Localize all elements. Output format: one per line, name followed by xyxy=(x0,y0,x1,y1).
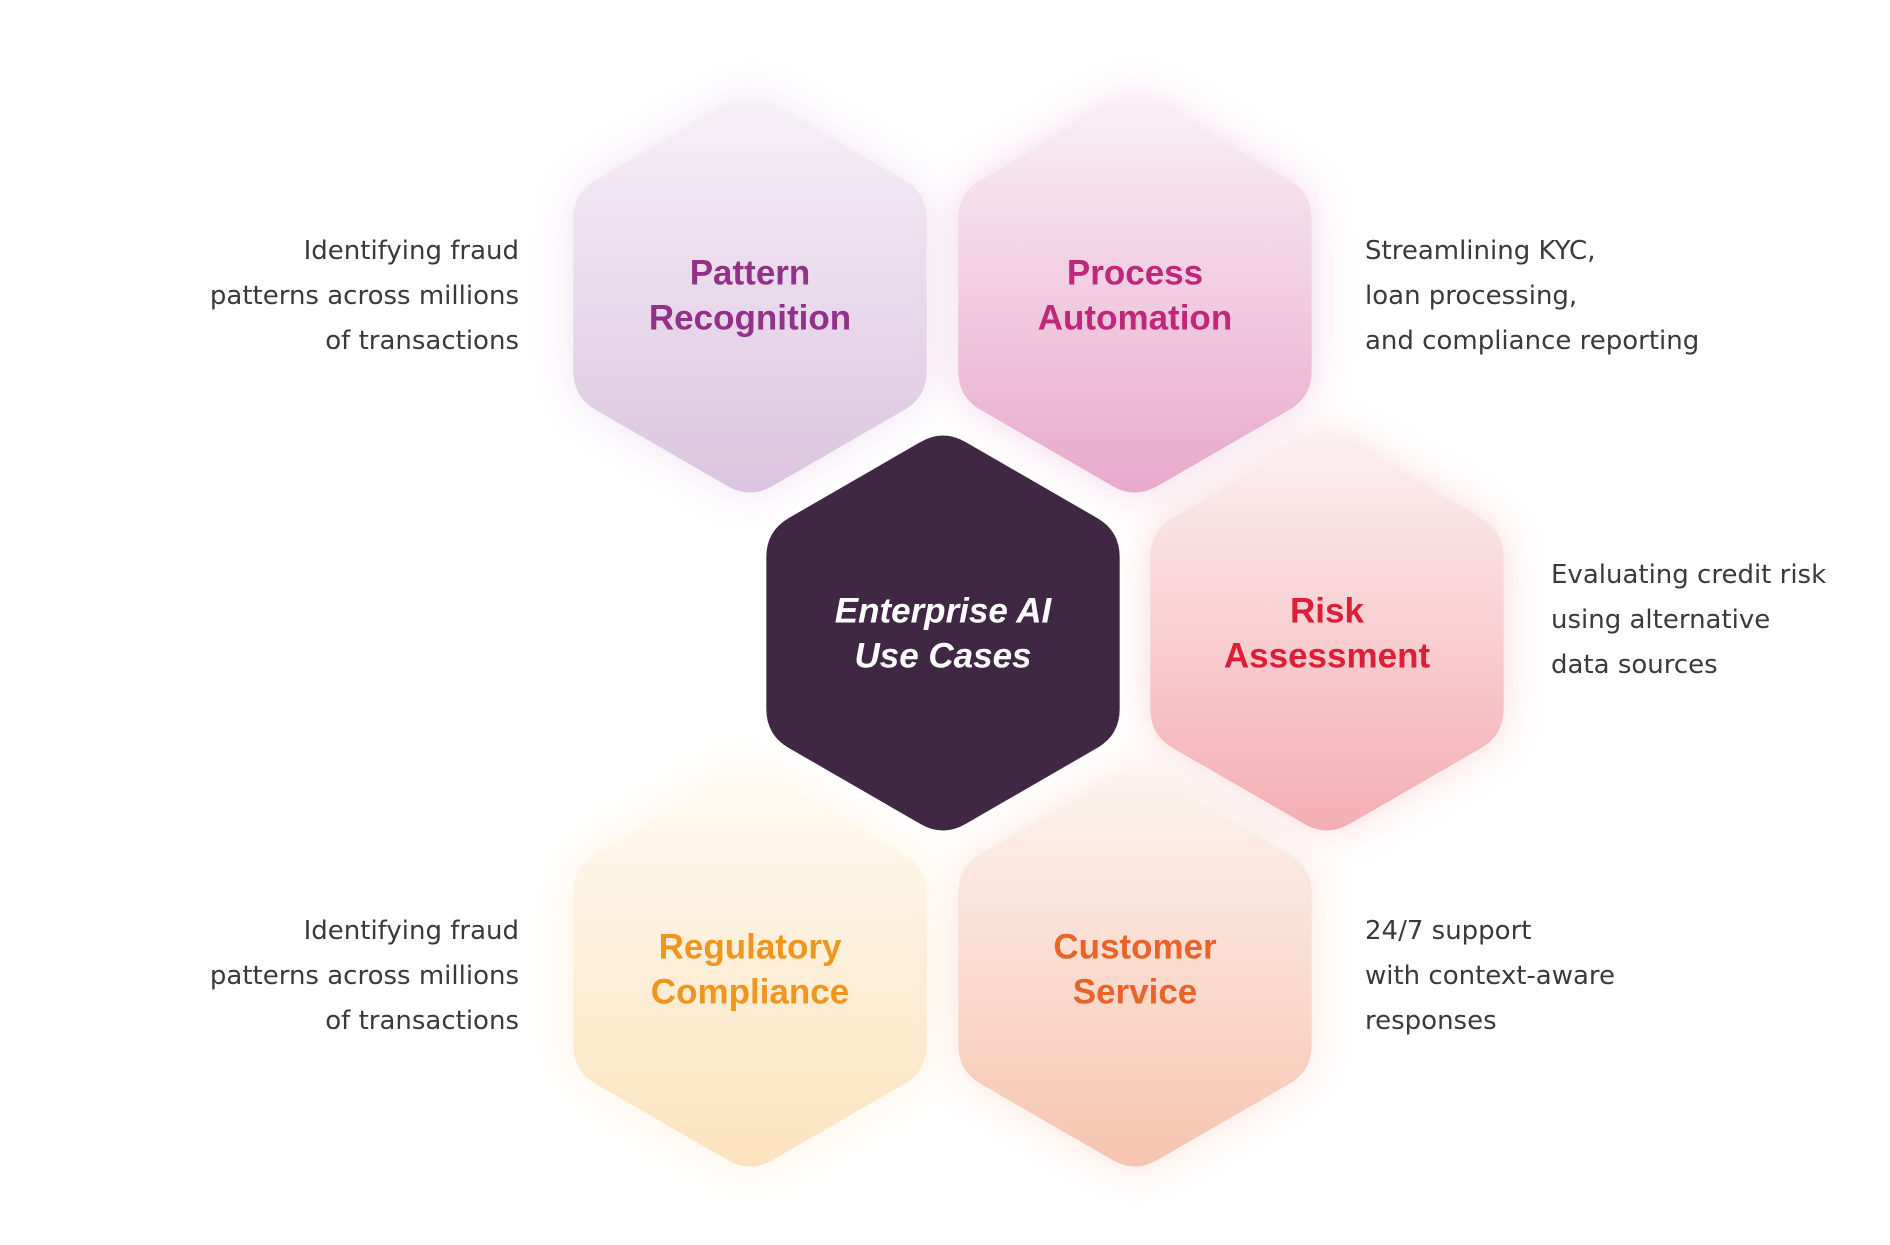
risk-assessment-description: Evaluating credit risk using alternative… xyxy=(1551,553,1826,688)
hex-label-line: Pattern xyxy=(690,254,811,293)
description-line: and compliance reporting xyxy=(1365,326,1700,356)
description-line: 24/7 support xyxy=(1365,916,1532,946)
pattern-recognition-hex-shape xyxy=(573,97,927,493)
hex-label-line: Enterprise AI xyxy=(835,592,1053,631)
center-hex-shape xyxy=(766,435,1120,831)
hex-label-line: Use Cases xyxy=(854,637,1031,676)
hex-label-line: Automation xyxy=(1038,299,1232,338)
description-line: Evaluating credit risk xyxy=(1551,560,1827,590)
process-automation-description: Streamlining KYC, loan processing, and c… xyxy=(1365,229,1699,364)
hex-label-line: Customer xyxy=(1053,928,1217,967)
description-line: responses xyxy=(1365,1006,1497,1036)
pattern-recognition-description: Identifying fraud patterns across millio… xyxy=(210,229,519,364)
customer-service-description: 24/7 support with context-aware response… xyxy=(1365,909,1615,1044)
hex-label-line: Process xyxy=(1067,254,1203,293)
hex-label-line: Compliance xyxy=(651,973,849,1012)
description-line: using alternative xyxy=(1551,605,1771,635)
hex-label-line: Regulatory xyxy=(659,928,842,967)
description-line: data sources xyxy=(1551,650,1718,680)
hex-label-line: Recognition xyxy=(649,299,851,338)
description-line: patterns across millions xyxy=(209,961,519,991)
regulatory-compliance-hex-shape xyxy=(573,771,927,1167)
regulatory-compliance-description: Identifying fraud patterns across millio… xyxy=(210,909,519,1044)
process-automation-hex-shape xyxy=(958,97,1312,493)
description-line: of transactions xyxy=(325,1006,519,1036)
hex-label-line: Service xyxy=(1073,973,1198,1012)
description-line: Streamlining KYC, xyxy=(1365,236,1596,266)
description-line: patterns across millions xyxy=(209,281,519,311)
hex-label-line: Risk xyxy=(1290,592,1364,631)
description-line: Identifying fraud xyxy=(303,916,519,946)
description-line: loan processing, xyxy=(1365,281,1578,311)
description-line: Identifying fraud xyxy=(303,236,519,266)
risk-assessment-hex-shape xyxy=(1150,435,1504,831)
center-hex: Enterprise AI Use Cases xyxy=(766,435,1120,831)
hex-label-line: Assessment xyxy=(1224,637,1431,676)
customer-service-hex-shape xyxy=(958,771,1312,1167)
description-line: with context-aware xyxy=(1365,961,1616,991)
description-line: of transactions xyxy=(325,326,519,356)
